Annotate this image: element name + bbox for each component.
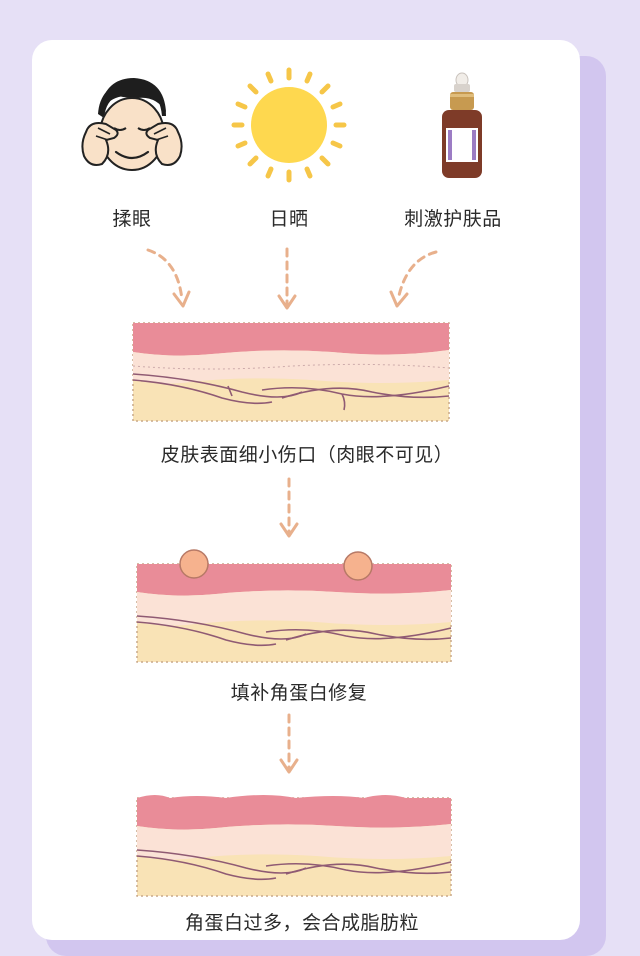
arrow-from-sun [274, 246, 300, 312]
skin-panel-milia [136, 788, 452, 898]
arrow-down-1 [276, 476, 302, 540]
arrow-from-skincare [388, 248, 444, 310]
skin-panel-wounds [132, 322, 450, 422]
cause-label-sun: 日晒 [249, 204, 329, 231]
skin-panel-keratin-fill [136, 546, 452, 664]
sun-icon [230, 66, 348, 184]
step-label-milia-formation: 角蛋白过多，会合成脂肪粒 [112, 908, 492, 935]
step-label-keratin-repair: 填补角蛋白修复 [149, 678, 449, 705]
arrow-from-rubbing-eyes [142, 246, 198, 310]
step-label-surface-wounds: 皮肤表面细小伤口（肉眼不可见） [92, 440, 522, 467]
cause-label-rubbing-eyes: 揉眼 [92, 204, 172, 231]
cause-label-skincare: 刺激护肤品 [388, 204, 518, 231]
arrow-down-2 [276, 712, 302, 776]
rubbing-eyes-icon [76, 68, 188, 180]
serum-bottle-icon [432, 70, 492, 182]
diagram-card: 揉眼 日晒 刺激护 [32, 40, 580, 940]
